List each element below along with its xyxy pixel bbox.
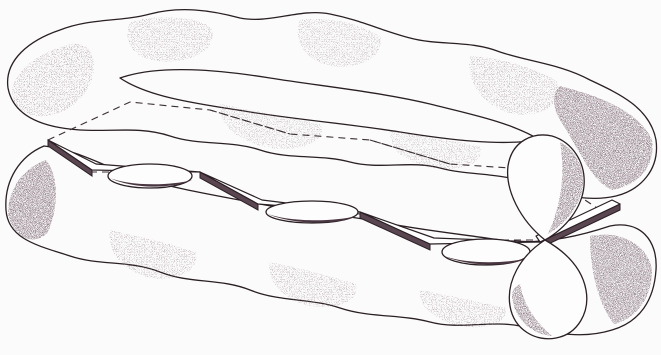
p-orbital-lobes xyxy=(508,135,587,339)
